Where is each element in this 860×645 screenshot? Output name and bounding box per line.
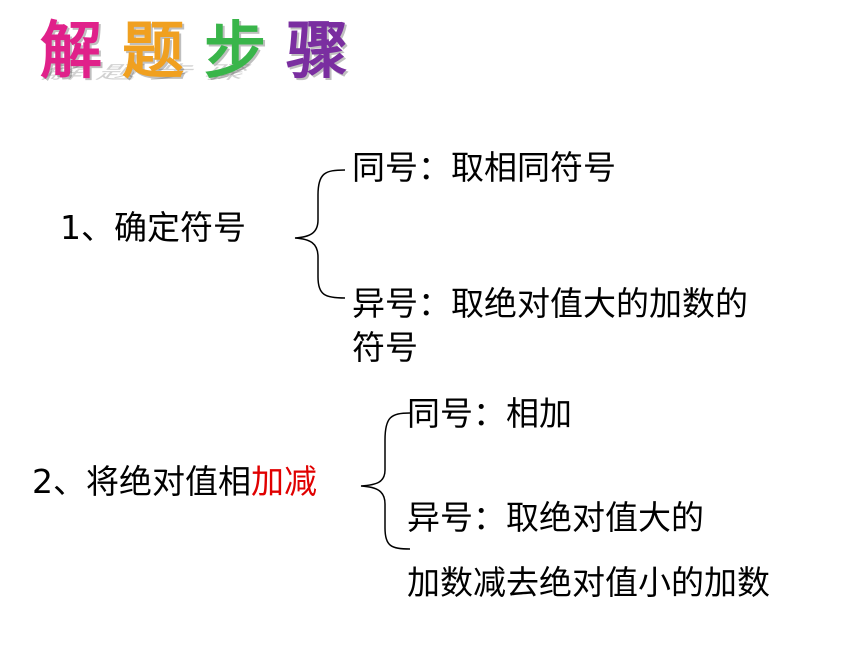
step1-diff-sign-line1: 异号：取绝对值大的加数的	[352, 284, 748, 323]
step2-diff-sign-line2: 加数减去绝对值小的加数	[407, 563, 770, 602]
title-char-2: 题	[122, 14, 185, 87]
step2-diff-sign-line1: 异号：取绝对值大的	[407, 498, 704, 537]
step2-label-highlight: 加减	[251, 462, 317, 501]
title-char-1: 解	[40, 14, 103, 87]
step2-label: 2、将绝对值相加减	[32, 462, 317, 502]
step1-same-sign: 同号：取相同符号	[352, 148, 616, 187]
title-char-3: 步	[204, 14, 267, 87]
step1-label: 1、确定符号	[60, 208, 246, 247]
step1-diff-sign-line2: 符号	[352, 328, 418, 367]
title-char-4: 骤	[286, 14, 349, 87]
slide-title: 解题步骤 解 题 步 骤	[37, 10, 400, 100]
step2-brace	[360, 412, 411, 550]
step2-label-prefix: 2、将绝对值相	[32, 462, 251, 501]
step2-same-sign: 同号：相加	[407, 394, 572, 433]
step1-brace	[294, 169, 346, 299]
